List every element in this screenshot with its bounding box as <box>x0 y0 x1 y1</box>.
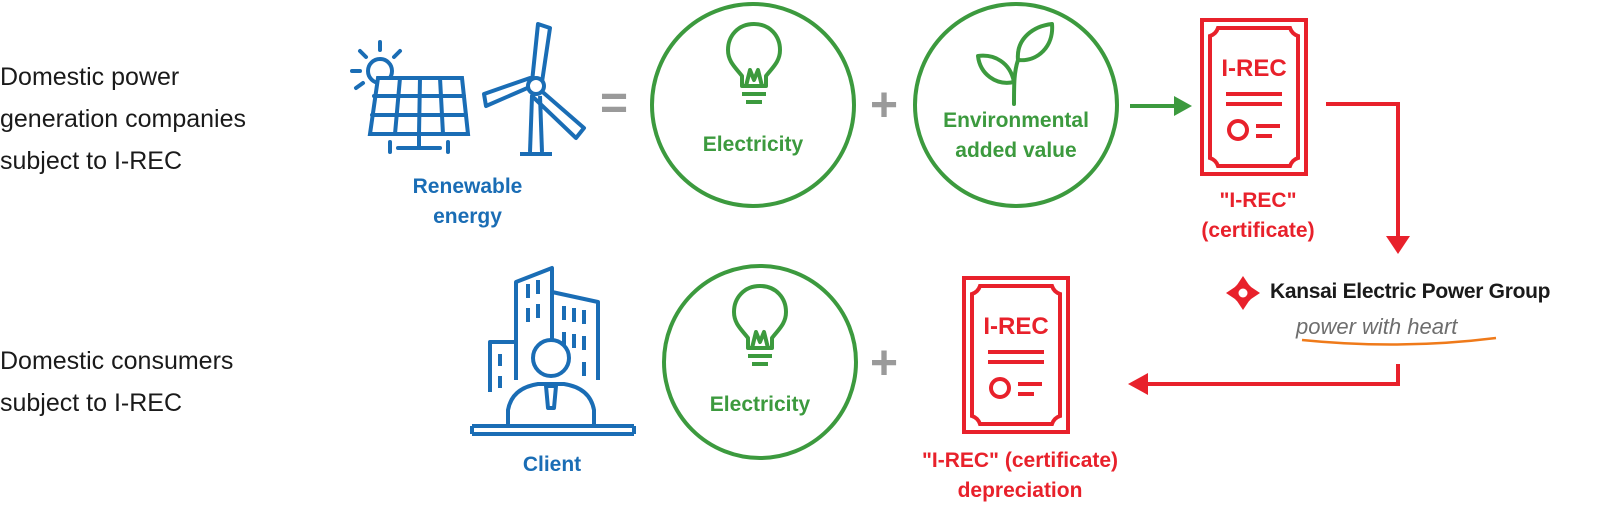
kansai-brand-name: Kansai Electric Power Group <box>1270 280 1551 303</box>
environmental-value-circle <box>913 2 1119 208</box>
certificate-badge-top: I-REC <box>1221 55 1286 82</box>
certificate-caption-top: "I-REC" (certificate) <box>1201 189 1315 242</box>
electricity-circle-top <box>650 2 856 208</box>
red-arrow-left <box>1128 364 1400 395</box>
electricity-circle-bottom <box>662 264 858 460</box>
kansai-tagline: power with heart <box>1296 314 1458 339</box>
electricity-label-bottom: Electricity <box>709 393 811 416</box>
certificate-badge-bottom: I-REC <box>983 313 1048 340</box>
plus-sign-bottom: + <box>870 337 899 390</box>
consumers-label: Domestic consumers subject to I-REC <box>0 347 234 417</box>
renewable-energy-caption: Renewable energy <box>412 175 523 228</box>
kansai-logo-icon <box>1226 276 1260 310</box>
tagline-swoosh <box>1301 336 1497 346</box>
certificate-icon-top: I-REC <box>1200 18 1308 176</box>
electricity-label-top: Electricity <box>702 133 804 156</box>
equals-sign: = <box>600 77 629 130</box>
lightbulb-icon <box>726 22 782 104</box>
sprout-icon <box>976 22 1055 106</box>
solar-panel-icon <box>350 40 471 154</box>
certificate-caption-bottom: "I-REC" (certificate) depreciation <box>921 449 1119 502</box>
wind-turbine-icon <box>482 22 586 156</box>
client-caption: Client <box>522 453 582 476</box>
certificate-icon-bottom: I-REC <box>962 276 1070 434</box>
client-building-icon <box>470 266 636 436</box>
green-arrow <box>1130 96 1192 116</box>
lightbulb-icon-bottom <box>732 284 788 366</box>
plus-sign-top: + <box>870 79 899 132</box>
red-arrow-down <box>1326 102 1410 254</box>
environmental-value-label: Environmental added value <box>943 109 1089 162</box>
producers-label: Domestic power generation companies subj… <box>0 63 246 175</box>
